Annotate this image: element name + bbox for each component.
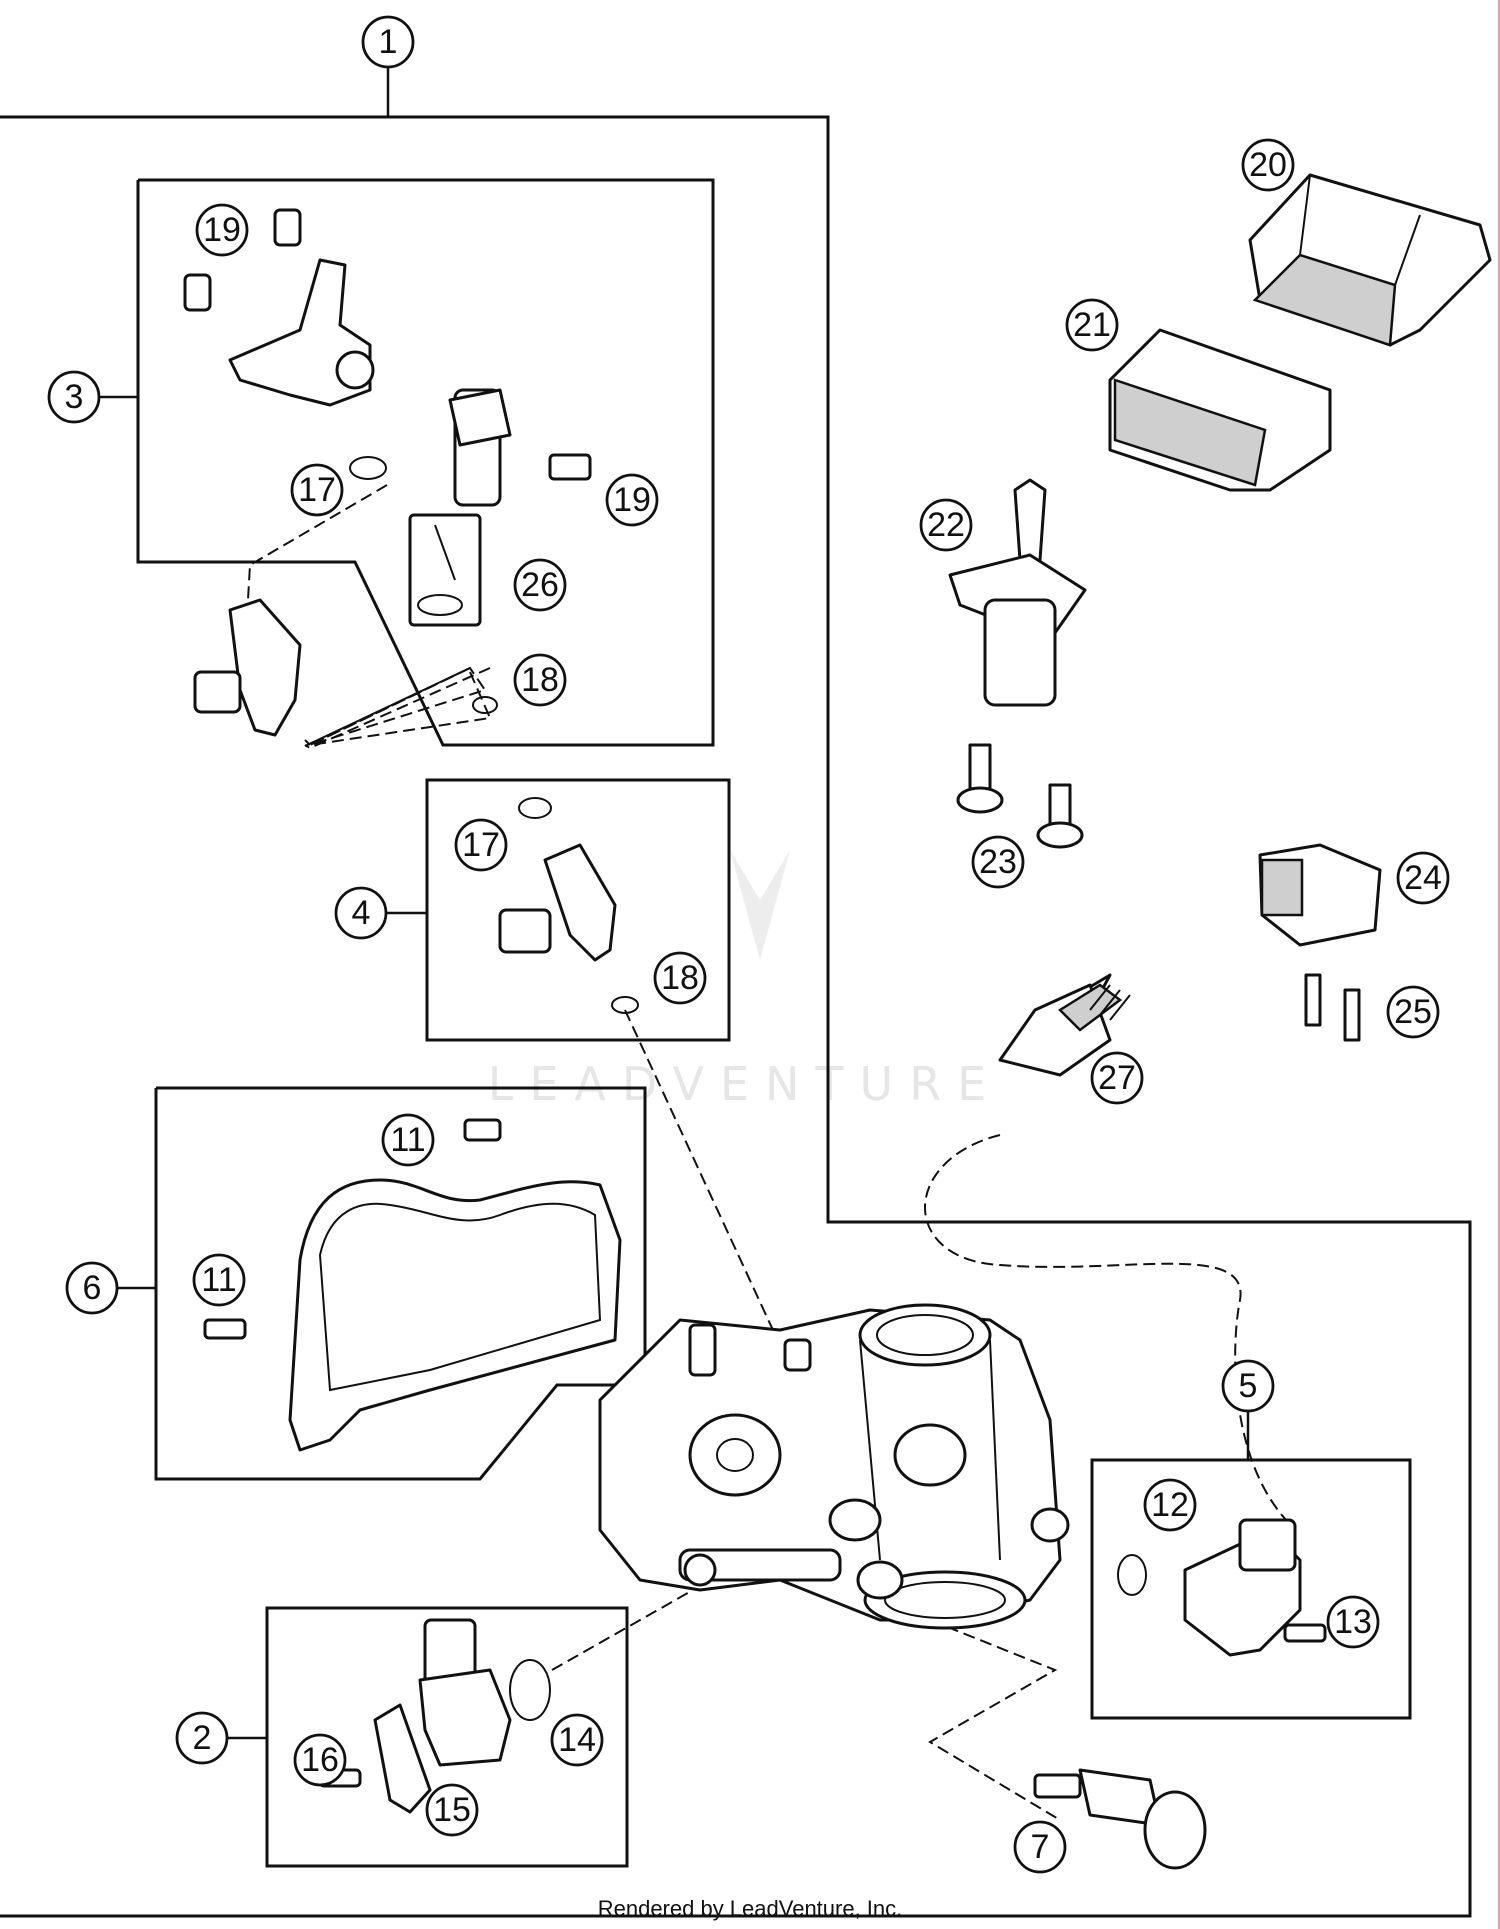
bolts-part-25 [1304, 973, 1361, 1042]
svg-text:16: 16 [301, 1741, 339, 1779]
svg-text:23: 23 [979, 843, 1017, 881]
svg-text:6: 6 [83, 1269, 102, 1307]
callout-4: 4 [334, 886, 388, 940]
subassembly-frame-2 [228, 1606, 629, 1868]
sensor-part-5 [1117, 1518, 1327, 1657]
callout-1: 1 [361, 15, 415, 69]
svg-text:1: 1 [379, 23, 398, 61]
svg-text:22: 22 [927, 506, 965, 544]
svg-text:18: 18 [521, 661, 559, 699]
callout-22: 22 [919, 498, 973, 552]
svg-text:11: 11 [390, 1121, 425, 1159]
callout-17-group4: 17 [454, 818, 508, 872]
svg-text:18: 18 [661, 959, 699, 997]
callout-15: 15 [425, 1783, 479, 1837]
callout-2: 2 [175, 1711, 229, 1765]
svg-text:13: 13 [1334, 1603, 1372, 1641]
svg-text:20: 20 [1249, 146, 1287, 184]
page-right-edge [1498, 0, 1500, 1929]
render-credit: Rendered by LeadVenture, Inc. [597, 1896, 903, 1921]
ecu-housing-part-20 [1248, 173, 1492, 347]
callout-23: 23 [971, 835, 1025, 889]
svg-text:27: 27 [1098, 1059, 1136, 1097]
svg-text:14: 14 [558, 1721, 596, 1759]
callout-24: 24 [1396, 851, 1450, 905]
ecu-part-21 [1108, 328, 1332, 492]
callout-14: 14 [550, 1713, 604, 1767]
callout-20: 20 [1241, 138, 1295, 192]
callout-19-right: 19 [605, 473, 659, 527]
svg-text:17: 17 [298, 471, 336, 509]
sensor-part-27 [998, 973, 1131, 1077]
callout-7: 7 [1013, 1820, 1067, 1874]
callout-26: 26 [513, 558, 567, 612]
relay-part-24 [1258, 843, 1382, 947]
svg-text:2: 2 [193, 1719, 212, 1757]
svg-text:4: 4 [352, 894, 371, 932]
callout-11-left: 11 [192, 1253, 246, 1307]
injector-assembly-part-3 [183, 208, 592, 737]
sensor-part-2 [318, 1618, 551, 1814]
callout-18-group4: 18 [653, 951, 707, 1005]
watermark: LEADVENTURE [488, 850, 1003, 1111]
svg-text:12: 12 [1151, 1486, 1189, 1524]
svg-text:24: 24 [1404, 859, 1442, 897]
watermark-text: LEADVENTURE [488, 1057, 1003, 1111]
svg-text:17: 17 [462, 826, 500, 864]
subassembly-frame-4 [387, 778, 731, 1042]
callout-16: 16 [293, 1733, 347, 1787]
callout-25: 25 [1386, 985, 1440, 1039]
callout-11-top: 11 [381, 1113, 435, 1167]
injector-part-4 [498, 797, 639, 1014]
callout-18-group3: 18 [513, 653, 567, 707]
callout-6: 6 [65, 1261, 119, 1315]
svg-text:7: 7 [1031, 1828, 1050, 1866]
svg-text:5: 5 [1239, 1367, 1258, 1405]
svg-text:25: 25 [1394, 993, 1432, 1031]
svg-text:11: 11 [201, 1261, 236, 1299]
svg-text:26: 26 [521, 566, 559, 604]
sensor-part-22 [948, 478, 1087, 707]
svg-text:19: 19 [613, 481, 651, 519]
callout-21: 21 [1065, 298, 1119, 352]
callout-17-group3: 17 [290, 463, 344, 517]
callout-19-top: 19 [195, 203, 249, 257]
callout-27: 27 [1090, 1051, 1144, 1105]
screws-part-23 [956, 743, 1084, 849]
svg-text:3: 3 [65, 378, 84, 416]
valve-part-7 [1033, 1768, 1207, 1870]
svg-text:21: 21 [1073, 306, 1111, 344]
subassembly-frame-3 [100, 178, 715, 747]
throttle-body [598, 1303, 1070, 1630]
callout-12: 12 [1143, 1478, 1197, 1532]
svg-text:19: 19 [203, 211, 241, 249]
callout-13: 13 [1326, 1595, 1380, 1649]
subassembly-frame-6 [118, 1086, 647, 1481]
callout-3: 3 [47, 370, 101, 424]
callout-5: 5 [1221, 1359, 1275, 1413]
assembly-frame-1 [0, 68, 1472, 1918]
svg-text:15: 15 [433, 1791, 471, 1829]
cover-part-6 [203, 1118, 622, 1452]
